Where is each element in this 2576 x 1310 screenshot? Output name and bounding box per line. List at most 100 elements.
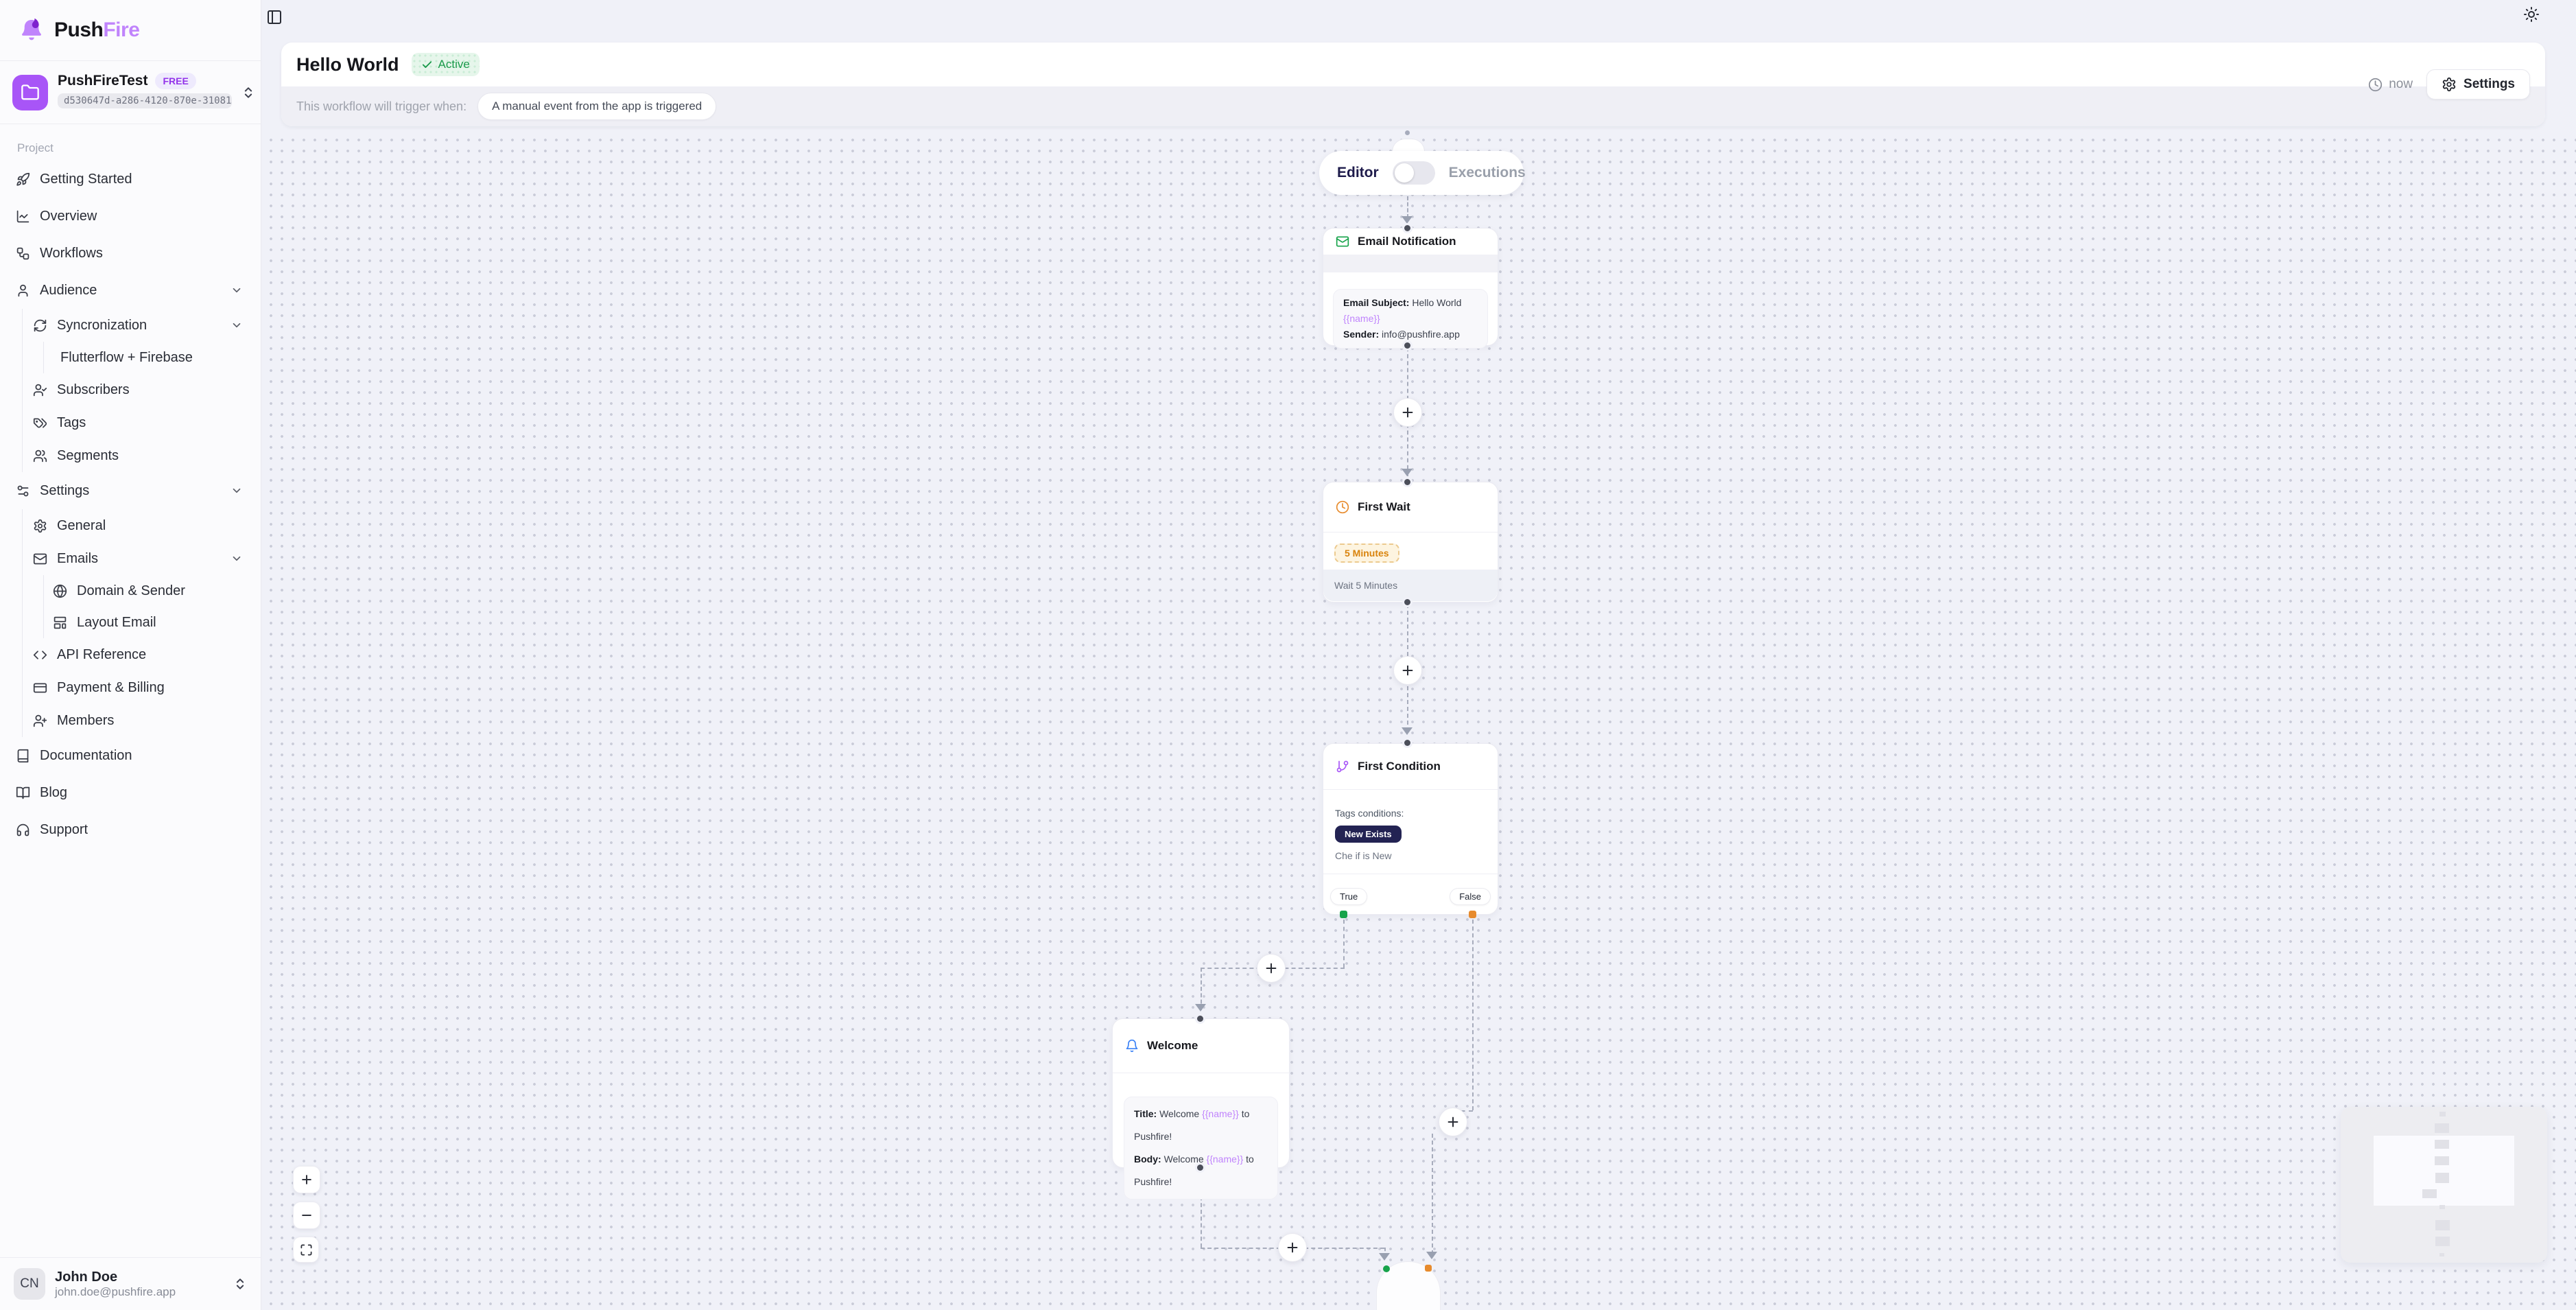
node-title: Email Notification [1358, 235, 1456, 248]
zoom-in-button[interactable] [293, 1166, 320, 1193]
sidebar-item-overview[interactable]: Overview [0, 198, 261, 235]
settings-button[interactable]: Settings [2426, 69, 2530, 100]
sidebar-item-workflows[interactable]: Workflows [0, 235, 261, 272]
node-handle[interactable] [1404, 740, 1410, 746]
sidebar-item-layout-email[interactable]: Layout Email [44, 607, 261, 638]
clock-icon [2369, 78, 2383, 91]
nav-label: Audience [40, 282, 97, 298]
node-welcome[interactable]: Welcome Title: Welcome {{name}} to Pushf… [1112, 1018, 1290, 1200]
trigger-prefix-label: This workflow will trigger when: [296, 99, 467, 113]
sidebar-item-segments[interactable]: Segments [23, 439, 261, 472]
node-handle[interactable] [1404, 479, 1410, 485]
wait-description: Wait 5 Minutes [1323, 570, 1498, 601]
node-handle[interactable] [1404, 225, 1410, 231]
nav-label: General [57, 517, 106, 533]
false-handle[interactable] [1469, 911, 1476, 918]
user-name: John Doe [55, 1270, 118, 1285]
nav-label: Workflows [40, 245, 103, 261]
layout-icon [54, 616, 67, 629]
user-menu[interactable]: CN John Doe john.doe@pushfire.app [0, 1257, 261, 1310]
book-icon [17, 749, 29, 762]
workflow-header: Hello World Active This workflow will tr… [281, 43, 2545, 126]
trigger-event-pill[interactable]: A manual event from the app is triggered [477, 93, 717, 120]
user-plus-icon [33, 714, 47, 727]
project-switcher[interactable]: PushFireTest FREE d530647d-a286-4120-870… [0, 61, 261, 124]
node-handle[interactable] [1404, 342, 1410, 349]
sidebar-item-tags[interactable]: Tags [23, 406, 261, 439]
sidebar-item-flutterflow-firebase[interactable]: Flutterflow + Firebase [44, 342, 261, 373]
credit-card-icon [33, 683, 47, 692]
editor-label[interactable]: Editor [1337, 165, 1379, 180]
sidebar-item-support[interactable]: Support [0, 811, 261, 848]
add-step-button[interactable] [1393, 398, 1422, 427]
plan-badge: FREE [155, 73, 196, 89]
edge-condition-true [1343, 920, 1345, 968]
edge-condition-false [1432, 1134, 1433, 1254]
end-false-handle[interactable] [1425, 1265, 1432, 1272]
nav-label: Getting Started [40, 171, 132, 187]
sidebar-item-domain-sender[interactable]: Domain & Sender [44, 575, 261, 607]
mail-icon [1336, 236, 1349, 247]
node-first-wait[interactable]: First Wait 5 Minutes Wait 5 Minutes [1323, 482, 1498, 603]
add-step-button[interactable] [1393, 656, 1422, 685]
editor-executions-switch[interactable] [1392, 161, 1435, 185]
sidebar-item-getting-started[interactable]: Getting Started [0, 161, 261, 198]
node-email-notification[interactable]: Email Notification Email Subject: Hello … [1323, 228, 1498, 349]
project-name: PushFireTest [58, 73, 148, 89]
page-title: Hello World [296, 54, 399, 75]
node-handle[interactable] [1197, 1165, 1203, 1171]
line-chart-icon [16, 210, 29, 222]
condition-description: Che if is New [1335, 850, 1392, 861]
zoom-out-button[interactable] [293, 1202, 320, 1229]
end-true-handle[interactable] [1383, 1265, 1390, 1272]
true-handle[interactable] [1340, 911, 1347, 918]
sidebar-item-emails[interactable]: Emails [23, 542, 261, 575]
sidebar-item-blog[interactable]: Blog [0, 774, 261, 811]
sidebar-item-api-reference[interactable]: API Reference [23, 638, 261, 671]
node-handle[interactable] [1197, 1016, 1203, 1022]
brand-logo[interactable]: PushFire [0, 0, 261, 60]
rocket-icon [16, 172, 30, 186]
tags-icon [33, 418, 47, 428]
add-step-button[interactable] [1257, 954, 1286, 983]
plus-icon [1266, 963, 1277, 974]
sidebar-item-members[interactable]: Members [23, 704, 261, 737]
sidebar-item-settings[interactable]: Settings [0, 472, 261, 509]
divider [0, 60, 261, 61]
sun-icon [2524, 7, 2539, 22]
welcome-summary-card: Title: Welcome {{name}} to Pushfire! Bod… [1124, 1097, 1278, 1200]
sidebar-item-audience[interactable]: Audience [0, 272, 261, 309]
nav-label: API Reference [57, 646, 147, 662]
sidebar-item-documentation[interactable]: Documentation [0, 737, 261, 774]
edge-welcome-end [1201, 1169, 1202, 1248]
sidebar-item-syncronization[interactable]: Syncronization [23, 309, 261, 342]
status-badge: Active [411, 53, 480, 76]
book-open-icon [16, 786, 30, 799]
fit-view-button[interactable] [293, 1237, 319, 1263]
add-step-button[interactable] [1278, 1233, 1307, 1262]
true-branch-pill[interactable]: True [1330, 887, 1368, 905]
minus-icon [302, 1215, 311, 1216]
maximize-icon [300, 1244, 311, 1255]
canvas-minimap[interactable] [2341, 1107, 2547, 1263]
add-step-button[interactable] [1439, 1108, 1467, 1136]
sidebar-item-subscribers[interactable]: Subscribers [23, 373, 261, 406]
plus-icon [1447, 1116, 1458, 1127]
chevron-down-icon [231, 484, 243, 497]
theme-toggle-button[interactable] [2523, 6, 2540, 23]
sidebar-item-general[interactable]: General [23, 509, 261, 542]
nav-label: Domain & Sender [77, 583, 185, 598]
syncronization-subgroup: Flutterflow + Firebase [43, 342, 261, 373]
sidebar-item-payment-billing[interactable]: Payment & Billing [23, 671, 261, 704]
false-branch-pill[interactable]: False [1450, 887, 1491, 905]
executions-label[interactable]: Executions [1448, 165, 1526, 180]
condition-tag-chip: New Exists [1335, 826, 1402, 843]
node-handle[interactable] [1404, 599, 1410, 605]
chevrons-up-down-icon [241, 86, 255, 100]
nav-label: Documentation [40, 747, 132, 763]
edge-arrow [1195, 1004, 1206, 1011]
node-first-condition[interactable]: First Condition Tags conditions: New Exi… [1323, 743, 1498, 915]
sidebar-toggle-button[interactable] [266, 9, 283, 25]
gear-icon [2442, 77, 2456, 92]
